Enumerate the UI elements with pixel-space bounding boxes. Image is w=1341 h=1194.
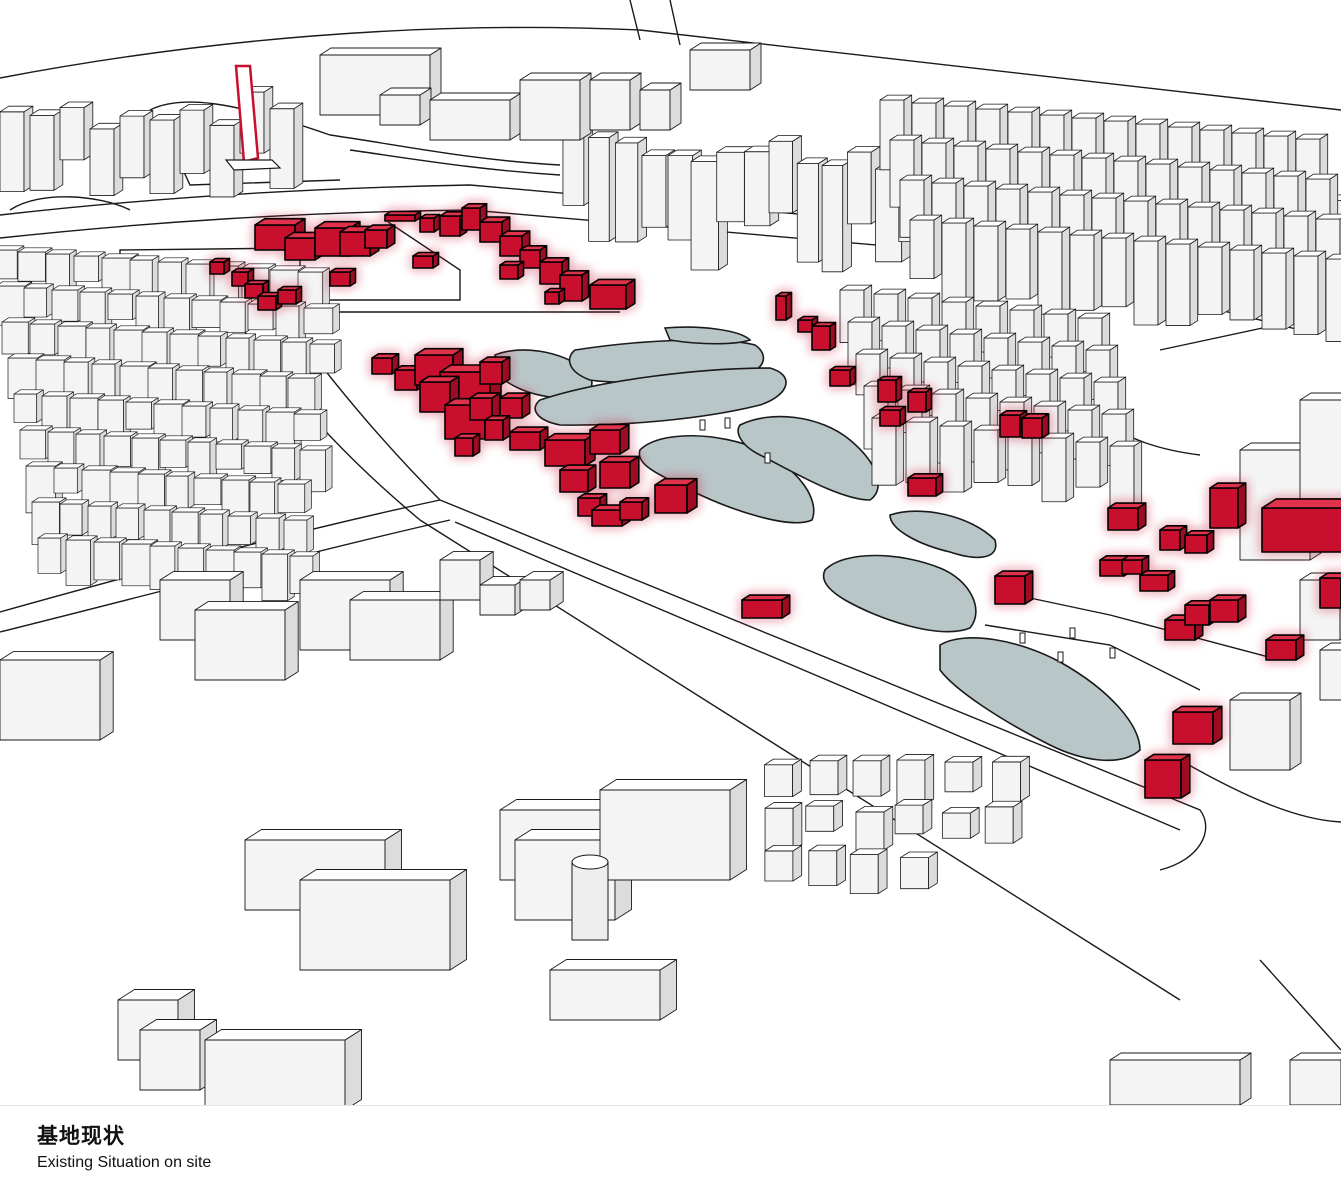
water-piers xyxy=(699,417,1116,663)
caption-title-chinese: 基地现状 xyxy=(37,1124,125,1148)
site-model xyxy=(0,0,1341,1105)
caption-block: 基地现状 Existing Situation on site xyxy=(0,1105,1341,1194)
landmark-tower xyxy=(224,64,282,171)
context-buildings xyxy=(0,42,1341,1105)
site-axonometric-diagram xyxy=(0,0,1341,1105)
existing-buildings-on-site xyxy=(209,203,1341,799)
caption-subtitle-english: Existing Situation on site xyxy=(37,1154,212,1171)
